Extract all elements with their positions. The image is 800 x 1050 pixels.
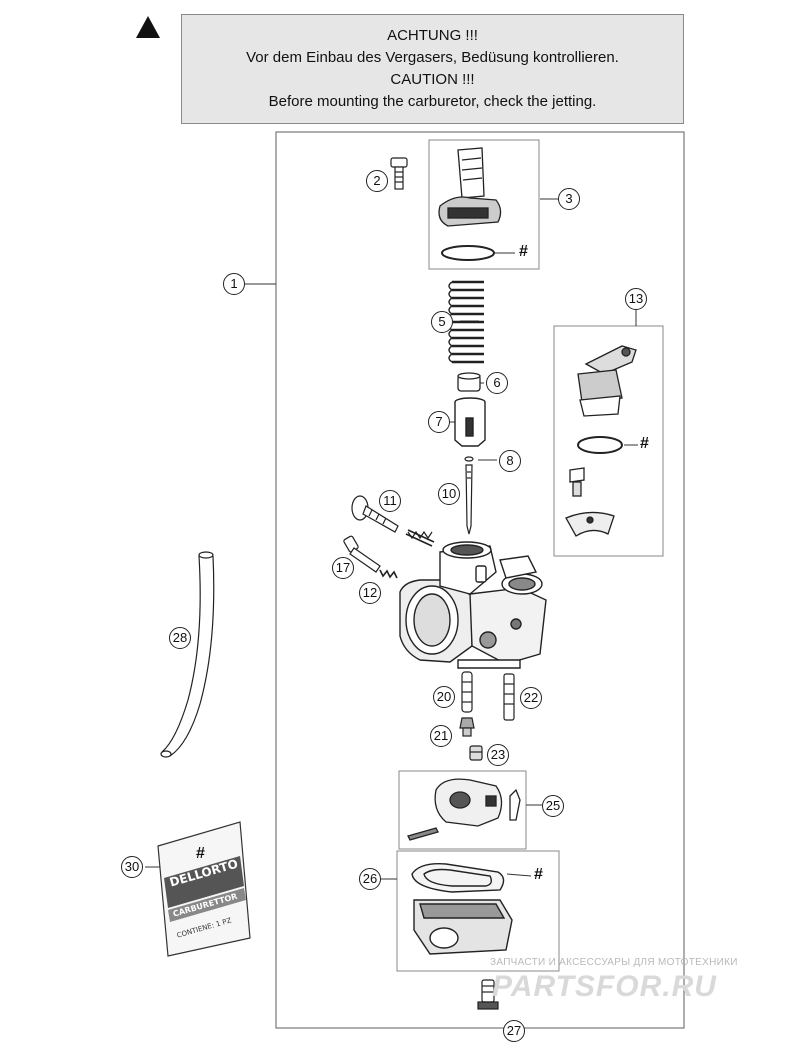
hash-mark-gasket-26: # [534, 866, 543, 883]
carburetor-body-part [399, 541, 547, 669]
screw-part [390, 157, 408, 190]
float-bowl-part [411, 863, 513, 955]
callout-10: 10 [438, 483, 460, 505]
choke-assembly-part [565, 345, 637, 537]
callout-25: 25 [542, 795, 564, 817]
callout-20: 20 [433, 686, 455, 708]
float-bowl-frame [396, 850, 560, 972]
callout-12: 12 [359, 582, 381, 604]
clip-part [464, 456, 474, 462]
callout-7: 7 [428, 411, 450, 433]
callout-13: 13 [625, 288, 647, 310]
idle-jet-part [503, 673, 515, 721]
hash-mark-bag: # [196, 845, 205, 862]
callout-8: 8 [499, 450, 521, 472]
callout-11: 11 [379, 490, 401, 512]
callout-23: 23 [487, 744, 509, 766]
needle-part [465, 464, 473, 535]
caution-notice: ACHTUNG !!! Vor dem Einbau des Vergasers… [181, 14, 684, 124]
drain-screw-part [477, 979, 499, 1010]
throttle-cap-frame [428, 139, 540, 270]
watermark-tagline: ЗАПЧАСТИ И АКСЕССУАРЫ ДЛЯ МОТОТЕХНИКИ [490, 957, 738, 968]
callout-1: 1 [223, 273, 245, 295]
hash-mark-gasket-3: # [519, 243, 528, 260]
callout-17: 17 [332, 557, 354, 579]
callout-26: 26 [359, 868, 381, 890]
idle-screw-part [351, 495, 435, 547]
callout-27: 27 [503, 1020, 525, 1042]
emulsion-tube-part [459, 671, 475, 737]
caution-line-english-heading: CAUTION !!! [390, 71, 475, 88]
retainer-part [457, 372, 481, 392]
repair-kit-bag [157, 821, 251, 957]
choke-kit-frame [553, 325, 664, 557]
leader-lines [145, 198, 638, 880]
callout-2: 2 [366, 170, 388, 192]
main-jet-part [469, 745, 483, 761]
caution-line-german-text: Vor dem Einbau des Vergasers, Bedüsung k… [246, 49, 619, 66]
assembly-frame [275, 131, 685, 1029]
callout-28: 28 [169, 627, 191, 649]
float-part [407, 778, 521, 841]
slide-part [454, 397, 486, 447]
callout-6: 6 [486, 372, 508, 394]
hose-part [160, 551, 215, 758]
throttle-cap-part [438, 147, 502, 261]
spring-part [448, 280, 484, 364]
callout-21: 21 [430, 725, 452, 747]
callout-30: 30 [121, 856, 143, 878]
caution-line-german-heading: ACHTUNG !!! [387, 27, 478, 44]
callout-5: 5 [431, 311, 453, 333]
callout-3: 3 [558, 188, 580, 210]
hash-mark-gasket-13: # [640, 435, 649, 452]
mixture-screw-part [343, 535, 398, 579]
caution-line-english-text: Before mounting the carburetor, check th… [268, 93, 597, 110]
float-kit-frame [398, 770, 527, 850]
warning-triangle-icon [136, 16, 160, 38]
callout-22: 22 [520, 687, 542, 709]
watermark-logo: PARTSFOR.RU [492, 970, 717, 1003]
